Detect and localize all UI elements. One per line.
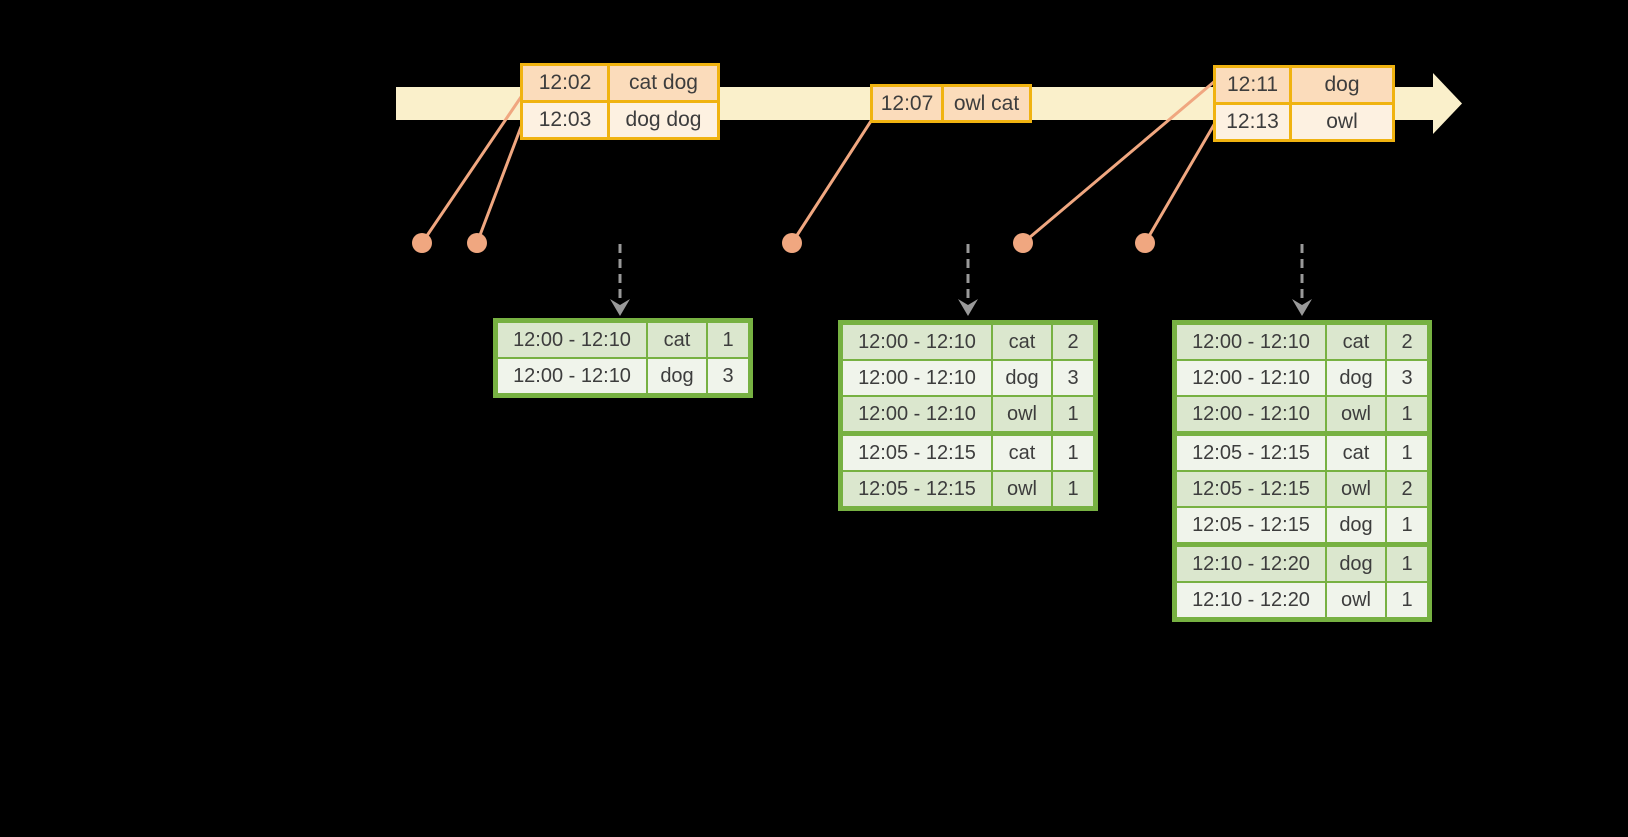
event-row: 12:13 owl: [1216, 102, 1392, 139]
event-time-dot-icon: [782, 233, 802, 253]
count-cell: 3: [1385, 361, 1427, 395]
event-time-cell: 12:07: [873, 87, 944, 120]
trigger-arrows: [610, 244, 1312, 316]
window-cell: 12:05 - 12:15: [1192, 513, 1310, 536]
window-cell: 12:05 - 12:15: [858, 441, 976, 464]
event-time-cell: 12:03: [523, 103, 610, 137]
event-row: 12:03 dog dog: [523, 100, 717, 137]
event-connector-line: [790, 119, 873, 245]
window-cell: 12:10 - 12:20: [1192, 552, 1310, 575]
word-cell: cat: [1325, 436, 1385, 470]
event-row: 12:07 owl cat: [873, 87, 1029, 120]
count-cell: 3: [1051, 361, 1093, 395]
event-time-dot-icon: [467, 233, 487, 253]
word-cell: cat: [646, 323, 706, 357]
count-cell: 1: [1051, 397, 1093, 431]
word-cell: cat: [991, 325, 1051, 359]
event-connector-line: [420, 95, 523, 245]
event-time-cell: 12:11: [1216, 68, 1292, 102]
window-cell: 12:05 - 12:15: [858, 477, 976, 500]
window-cell: 12:00 - 12:10: [513, 328, 631, 351]
word-cell: owl: [991, 472, 1051, 506]
window-cell: 12:05 - 12:15: [1192, 441, 1310, 464]
event-connector-line: [475, 125, 523, 245]
count-cell: 1: [1385, 436, 1427, 470]
event-time-dot-icon: [1013, 233, 1033, 253]
event-connectors: [412, 79, 1217, 253]
window-cell: 12:05 - 12:15: [1192, 477, 1310, 500]
event-row: 12:11 dog: [1216, 68, 1392, 102]
window-cell: 12:10 - 12:20: [1192, 588, 1310, 611]
count-cell: 1: [1385, 583, 1427, 617]
event-time-cell: 12:02: [523, 66, 610, 100]
event-words-cell: dog dog: [625, 108, 702, 131]
count-cell: 2: [1385, 325, 1427, 359]
word-cell: cat: [1325, 325, 1385, 359]
window-cell: 12:00 - 12:10: [858, 330, 976, 353]
word-cell: dog: [646, 359, 706, 393]
event-row: 12:02 cat dog: [523, 66, 717, 100]
event-time-cell: 12:13: [1216, 105, 1292, 139]
window-cell: 12:00 - 12:10: [1192, 366, 1310, 389]
word-cell: dog: [991, 361, 1051, 395]
trigger-arrowhead-icon: [958, 299, 978, 316]
count-cell: 3: [706, 359, 748, 393]
word-cell: owl: [1325, 472, 1385, 506]
window-cell: 12:00 - 12:10: [1192, 330, 1310, 353]
word-cell: dog: [1325, 508, 1385, 542]
window-cell: 12:00 - 12:10: [1192, 402, 1310, 425]
trigger-arrowhead-icon: [1292, 299, 1312, 316]
event-table-2: 12:07 owl cat: [870, 84, 1032, 123]
event-connector-line: [1021, 79, 1217, 245]
window-cell: 12:00 - 12:10: [858, 366, 976, 389]
trigger-arrowhead-icon: [610, 299, 630, 316]
word-cell: dog: [1325, 547, 1385, 581]
count-cell: 1: [1051, 472, 1093, 506]
count-cell: 2: [1385, 472, 1427, 506]
count-cell: 1: [1385, 547, 1427, 581]
count-cell: 1: [1051, 436, 1093, 470]
window-cell: 12:00 - 12:10: [858, 402, 976, 425]
event-words-cell: owl cat: [953, 91, 1020, 115]
word-cell: dog: [1325, 361, 1385, 395]
word-cell: owl: [1325, 397, 1385, 431]
timeline-arrowhead-icon: [1433, 73, 1462, 134]
window-cell: 12:00 - 12:10: [513, 364, 631, 387]
count-cell: 1: [1385, 397, 1427, 431]
count-cell: 1: [706, 323, 748, 357]
event-words-cell: owl: [1326, 110, 1358, 133]
event-words-cell: dog: [1324, 73, 1360, 96]
count-cell: 2: [1051, 325, 1093, 359]
count-cell: 1: [1385, 508, 1427, 542]
event-time-dot-icon: [412, 233, 432, 253]
word-cell: owl: [1325, 583, 1385, 617]
word-cell: owl: [991, 397, 1051, 431]
event-table-1: 12:02 cat dog 12:03 dog dog: [520, 63, 720, 140]
word-cell: cat: [991, 436, 1051, 470]
event-table-3: 12:11 dog 12:13 owl: [1213, 65, 1395, 142]
event-words-cell: cat dog: [629, 71, 698, 94]
event-time-dot-icon: [1135, 233, 1155, 253]
event-connector-line: [1143, 121, 1217, 245]
